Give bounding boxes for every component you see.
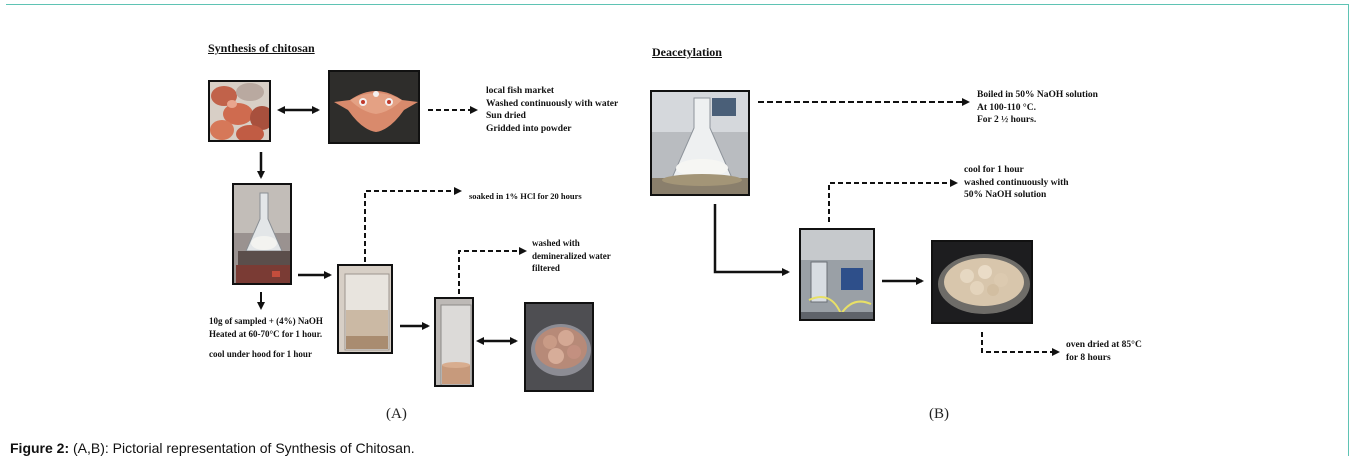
dashed-arrow-hcl — [364, 187, 462, 262]
chitosan-dish-photo — [931, 240, 1033, 324]
panel-a-label: (A) — [386, 406, 407, 422]
step-a3-note: 10g of sampled + (4%) NaOH Heated at 60-… — [209, 316, 323, 359]
panel-b-title: Deacetylation — [652, 45, 722, 59]
beaker-washing-photo — [434, 297, 474, 387]
arrow-flask-filtration — [713, 204, 790, 276]
crab-shells-photo — [208, 80, 271, 142]
step-b1-note: Boiled in 50% NaOH solution At 100-110 °… — [977, 90, 1098, 125]
dashed-arrow-oven — [981, 332, 1060, 356]
step-a1-note: local fish market Washed continuously wi… — [486, 86, 619, 134]
panel-b-label: (B) — [929, 406, 949, 422]
step-a2-note: soaked in 1% HCl for 20 hours — [469, 191, 582, 201]
step-b2-note: cool for 1 hour washed continuously with… — [964, 165, 1069, 200]
flask-boiling-photo — [650, 90, 750, 196]
filtration-setup-photo — [799, 228, 875, 321]
dashed-arrow-washed — [458, 247, 527, 294]
figure-caption: Figure 2: (A,B): Pictorial representatio… — [10, 440, 415, 456]
step-b3-note: oven dried at 85°C for 8 hours — [1066, 340, 1142, 363]
caption-label: Figure 2: — [10, 440, 70, 456]
figure-frame — [6, 4, 1349, 456]
chitin-dish-photo — [524, 302, 594, 392]
flask-hotplate-photo — [232, 183, 292, 285]
dashed-arrow-cool — [828, 179, 958, 222]
caption-text: (A,B): Pictorial representation of Synth… — [69, 440, 415, 456]
panel-a-title: Synthesis of chitosan — [208, 41, 315, 55]
step-a4-note: washed with demineralized water filtered — [532, 238, 611, 273]
crab-carapace-photo — [328, 70, 420, 144]
beaker-soaking-photo — [337, 264, 393, 354]
